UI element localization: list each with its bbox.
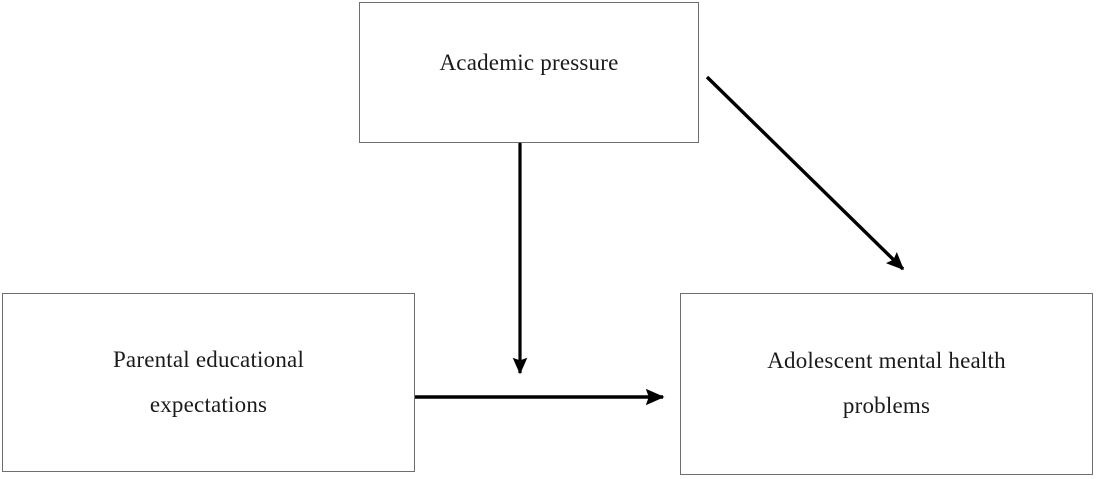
edge-academic-to-adolescent — [705, 75, 905, 271]
node-adolescent-mental-health-problems[interactable]: Adolescent mental health problems — [680, 293, 1093, 475]
node-label-academic-pressure: Academic pressure — [439, 50, 619, 76]
node-academic-pressure[interactable]: Academic pressure — [359, 2, 699, 143]
node-parental-educational-expectations[interactable]: Parental educational expectations — [2, 293, 415, 472]
node-label-parental-educational-expectations: Parental educational expectations — [112, 346, 305, 417]
node-label-adolescent-mental-health-problems: Adolescent mental health problems — [767, 348, 1006, 418]
